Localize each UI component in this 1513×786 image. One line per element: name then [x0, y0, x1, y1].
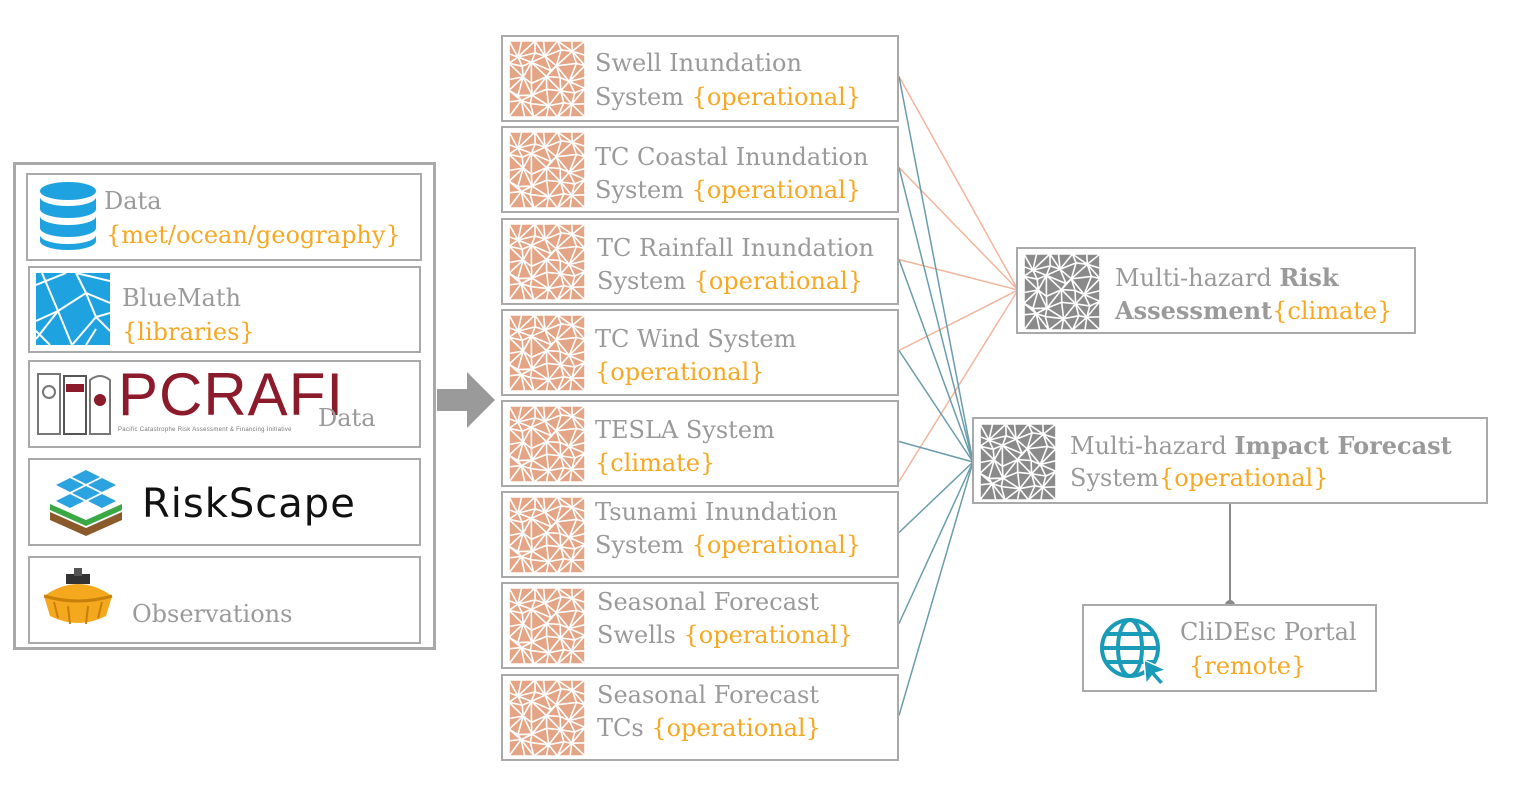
source-data: Data {met/ocean/geography}: [26, 173, 422, 261]
system-line2-text: TCs: [597, 714, 644, 742]
flow-arrow: [437, 372, 495, 428]
system-line2: Swells {operational}: [597, 619, 853, 652]
system-title: TC Coastal Inundation: [595, 143, 869, 171]
pcrafi-masks-icon: [37, 373, 111, 435]
system-line2-text: System: [595, 83, 684, 111]
database-icon: [40, 182, 96, 250]
system-line2-text: Swells: [597, 621, 676, 649]
system-title: Swell Inundation: [595, 49, 802, 77]
impact-link: [898, 259, 974, 463]
system-seasonal-swells: Seasonal Forecast Swells {operational}: [501, 582, 899, 669]
salmon-pattern-icon: [509, 497, 585, 573]
gray-pattern-icon: [980, 424, 1056, 500]
system-tag: {operational}: [691, 531, 862, 559]
risk-bold: Risk: [1279, 263, 1339, 292]
bluemath-sub: {libraries}: [122, 318, 255, 346]
impact-line2-text: System: [1070, 464, 1159, 492]
portal-label: CliDEsc Portal: [1180, 618, 1357, 646]
source-observations: Observations: [28, 556, 421, 644]
system-tag: {operational}: [651, 714, 821, 742]
system-line2: TCs {operational}: [597, 712, 821, 745]
salmon-pattern-icon: [509, 680, 585, 756]
bluemath-label: BlueMath: [122, 284, 241, 312]
impact-link: [898, 167, 974, 463]
output-impact-forecast: Multi-hazard Impact Forecast System{oper…: [972, 417, 1488, 504]
salmon-pattern-icon: [509, 406, 585, 482]
system-title: TC Rainfall Inundation: [597, 234, 874, 262]
bluemath-logo: [36, 273, 110, 345]
system-line2: System {operational}: [595, 529, 861, 562]
source-riskscape: RiskScape: [28, 458, 421, 546]
output-clidesc-portal: CliDEsc Portal {remote}: [1082, 604, 1377, 692]
salmon-pattern-icon: [509, 41, 585, 117]
impact-link: [898, 76, 974, 463]
buoy-icon: [43, 568, 113, 625]
pcrafi-data-label: Data: [318, 404, 376, 432]
risk-link: [898, 166, 1019, 291]
system-line2: System {operational}: [597, 265, 863, 298]
system-title: Tsunami Inundation: [595, 498, 838, 526]
pcrafi-tagline: Pacific Catastrophe Risk Assessment & Fi…: [118, 427, 292, 433]
system-tag: {operational}: [693, 267, 864, 295]
pcrafi-logo: PCRAFI: [118, 361, 345, 428]
system-tag: {operational}: [683, 621, 854, 649]
system-title: TC Wind System: [595, 325, 797, 353]
system-line2-text: System: [595, 531, 684, 559]
system-tc-wind: TC Wind System {operational}: [501, 309, 899, 396]
impact-link: [898, 440, 974, 463]
system-title: Seasonal Forecast: [597, 588, 819, 616]
impact-link: [898, 461, 974, 624]
risk-bold2: Assessment: [1115, 296, 1273, 325]
risk-link: [898, 258, 1019, 291]
risk-link: [898, 289, 1019, 352]
system-tag: {climate}: [595, 449, 716, 477]
system-tag: {operational}: [595, 358, 765, 386]
risk-line1: Multi-hazard Risk: [1115, 261, 1339, 295]
impact-line1: Multi-hazard Impact Forecast: [1070, 429, 1452, 463]
riskscape-logo: RiskScape: [142, 481, 356, 527]
system-line2-text: System: [595, 176, 684, 204]
impact-link: [898, 461, 974, 716]
impact-link: [898, 461, 974, 534]
observations-label: Observations: [132, 600, 293, 628]
sources-panel: [13, 162, 436, 650]
system-line2: System {operational}: [595, 81, 861, 114]
risk-pre: Multi-hazard: [1115, 264, 1280, 292]
system-tsunami-inundation: Tsunami Inundation System {operational}: [501, 491, 899, 578]
system-line2: System {operational}: [595, 174, 861, 207]
system-title: TESLA System: [595, 416, 775, 444]
system-tag: {operational}: [691, 83, 862, 111]
portal-tag: {remote}: [1189, 652, 1307, 680]
system-tc-coastal-inundation: TC Coastal Inundation System {operationa…: [501, 126, 899, 213]
risk-line2: Assessment{climate}: [1115, 294, 1392, 328]
system-tag: {operational}: [691, 176, 862, 204]
impact-link: [898, 350, 974, 463]
source-bluemath: BlueMath {libraries}: [28, 266, 421, 353]
salmon-pattern-icon: [509, 315, 585, 391]
risk-tag: {climate}: [1272, 297, 1393, 325]
salmon-pattern-icon: [509, 132, 585, 208]
system-seasonal-tcs: Seasonal Forecast TCs {operational}: [501, 674, 899, 761]
system-line2-text: System: [597, 267, 686, 295]
gray-pattern-icon: [1024, 254, 1100, 330]
impact-bold: Impact Forecast: [1234, 431, 1452, 460]
salmon-pattern-icon: [509, 224, 585, 300]
data-label: Data: [104, 187, 162, 215]
globe-cursor-icon: [1100, 618, 1169, 686]
impact-tag: {operational}: [1158, 464, 1329, 492]
data-sub: {met/ocean/geography}: [106, 221, 401, 249]
system-swell-inundation: Swell Inundation System {operational}: [501, 35, 899, 122]
source-pcrafi: PCRAFI Pacific Catastrophe Risk Assessme…: [28, 360, 421, 448]
output-risk-assessment: Multi-hazard Risk Assessment{climate}: [1016, 247, 1416, 334]
system-title: Seasonal Forecast: [597, 681, 819, 709]
system-tesla: TESLA System {climate}: [501, 400, 899, 487]
impact-pre: Multi-hazard: [1070, 432, 1235, 460]
impact-line2: System{operational}: [1070, 462, 1328, 495]
risk-link: [898, 76, 1019, 291]
salmon-pattern-icon: [509, 588, 585, 664]
system-tc-rainfall-inundation: TC Rainfall Inundation System {operation…: [501, 218, 899, 305]
riskscape-logo-icon: [50, 470, 122, 536]
